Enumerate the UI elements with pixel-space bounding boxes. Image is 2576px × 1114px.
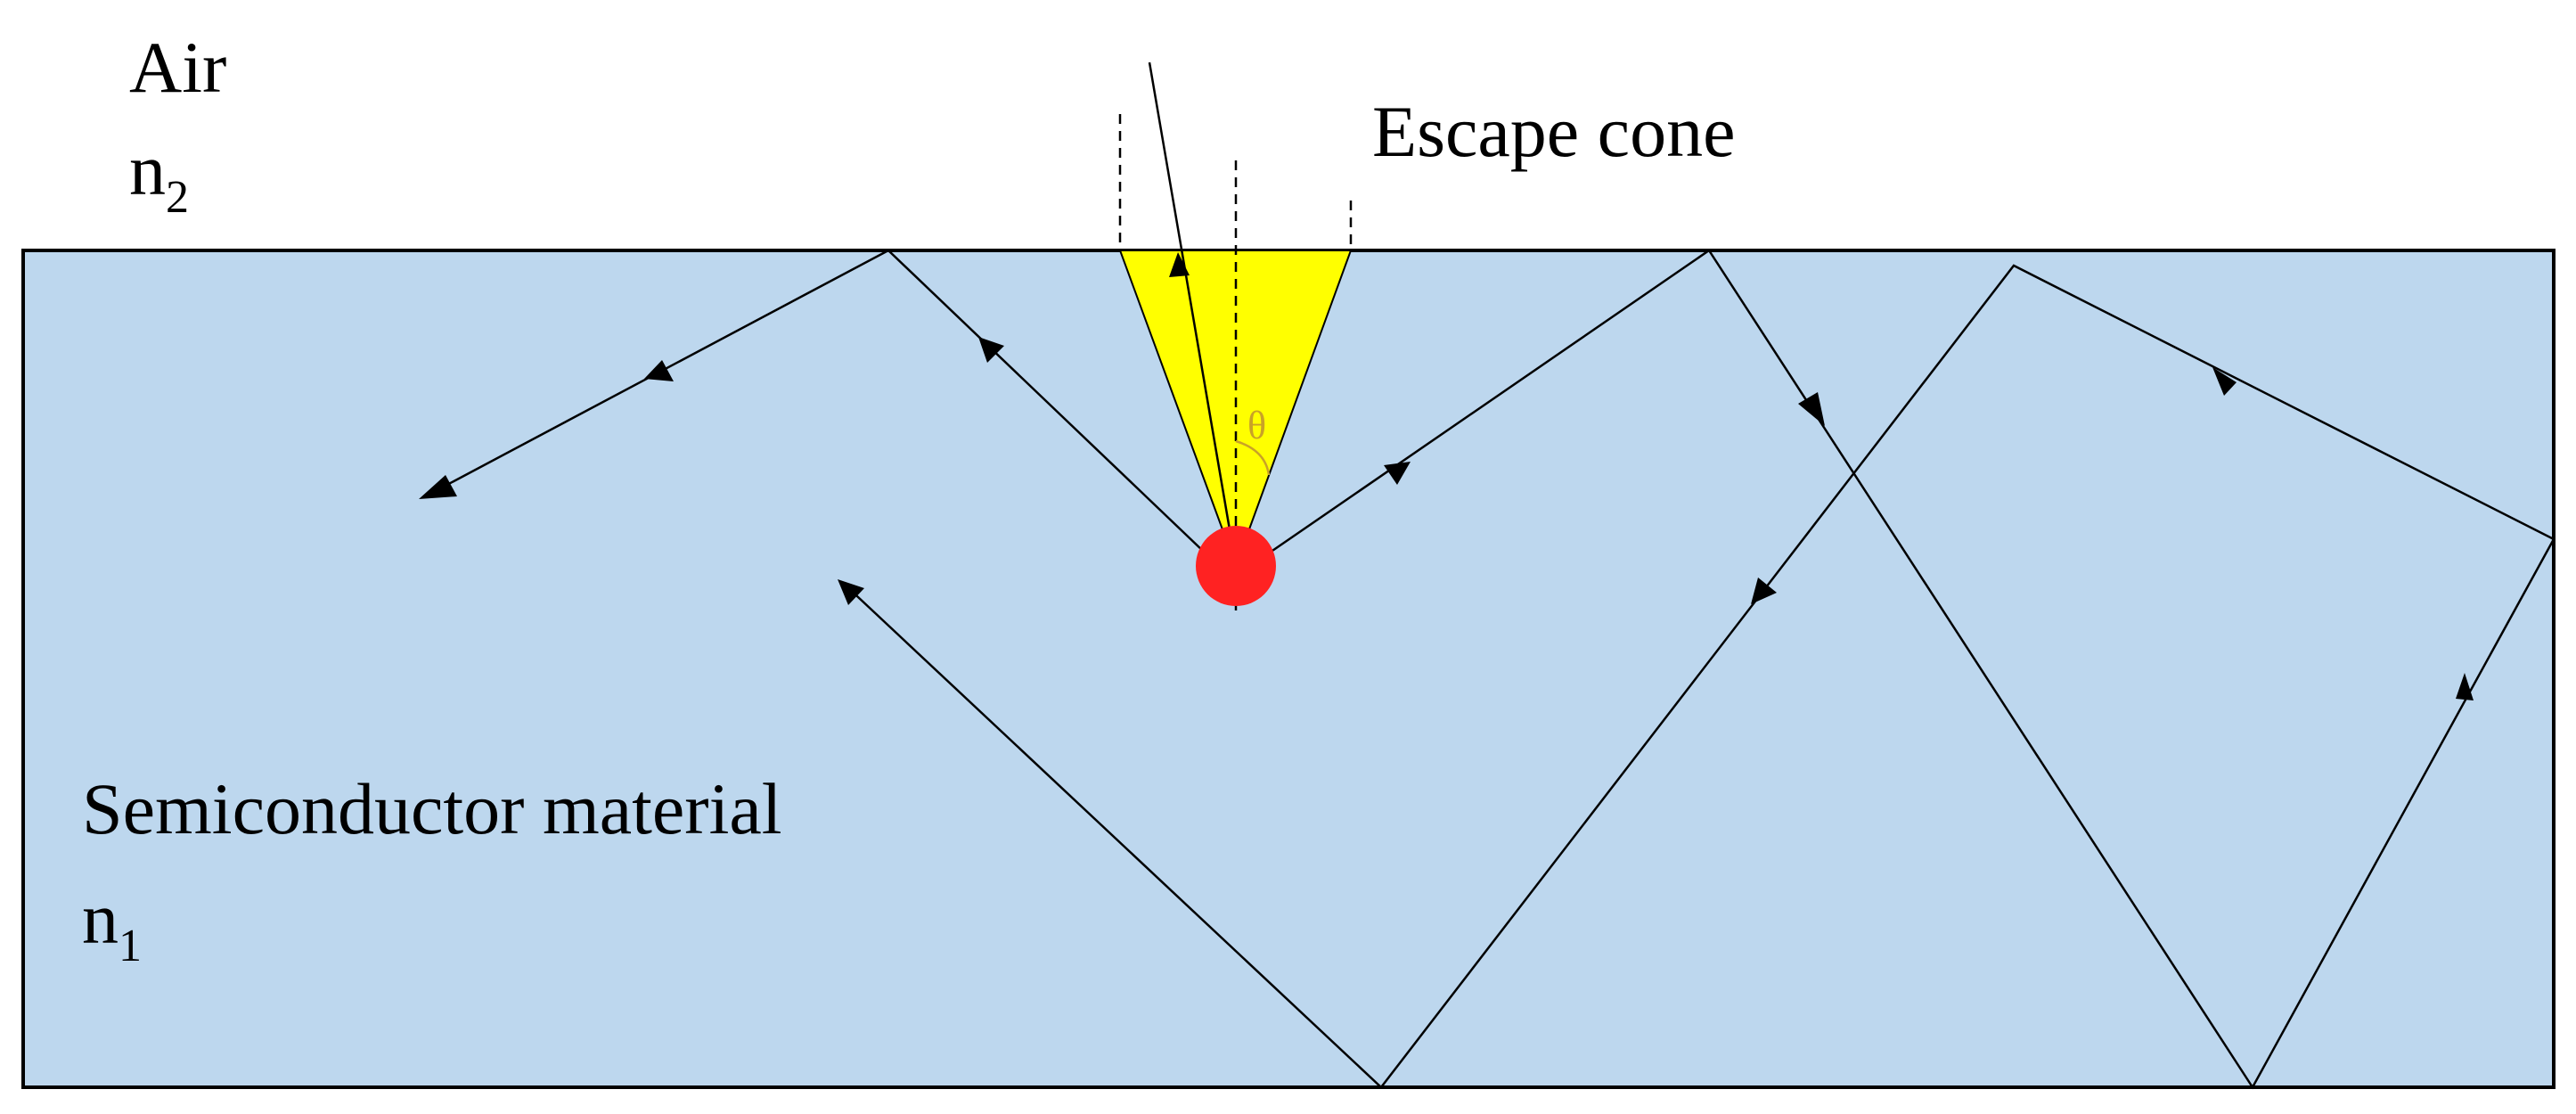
angle-arc: [1235, 439, 1271, 476]
arrowhead: [1384, 462, 1411, 485]
ray-bottom-reflection: [843, 264, 2555, 1089]
arrowhead: [644, 360, 674, 381]
arrowhead: [1169, 252, 1190, 277]
n2-symbol: n: [129, 129, 166, 210]
escape-cone-label: Escape cone: [1372, 91, 1735, 172]
n1-symbol: n: [82, 878, 119, 959]
rays: [428, 61, 2556, 1090]
n1-label: n1: [82, 878, 142, 971]
arrowhead: [978, 337, 1004, 363]
escaping-ray: [1148, 61, 1238, 567]
n1-subscript: 1: [119, 921, 142, 971]
arrowhead: [2456, 673, 2474, 700]
n2-subscript: 2: [166, 172, 189, 223]
arrowhead: [1798, 392, 1825, 426]
arrowhead: [2212, 367, 2237, 396]
ray-right-reflection: [1269, 249, 2556, 1090]
ray-left-reflection: [428, 249, 1206, 553]
n2-label: n2: [129, 129, 189, 223]
arrowheads: [419, 252, 2474, 700]
arrowhead: [419, 475, 457, 499]
light-source-point: [1196, 526, 1276, 606]
air-label: Air: [129, 27, 226, 108]
angle-label: θ: [1247, 404, 1266, 447]
arrowhead: [1751, 577, 1777, 604]
semiconductor-label: Semiconductor material: [82, 768, 782, 849]
arrowhead: [838, 579, 864, 605]
